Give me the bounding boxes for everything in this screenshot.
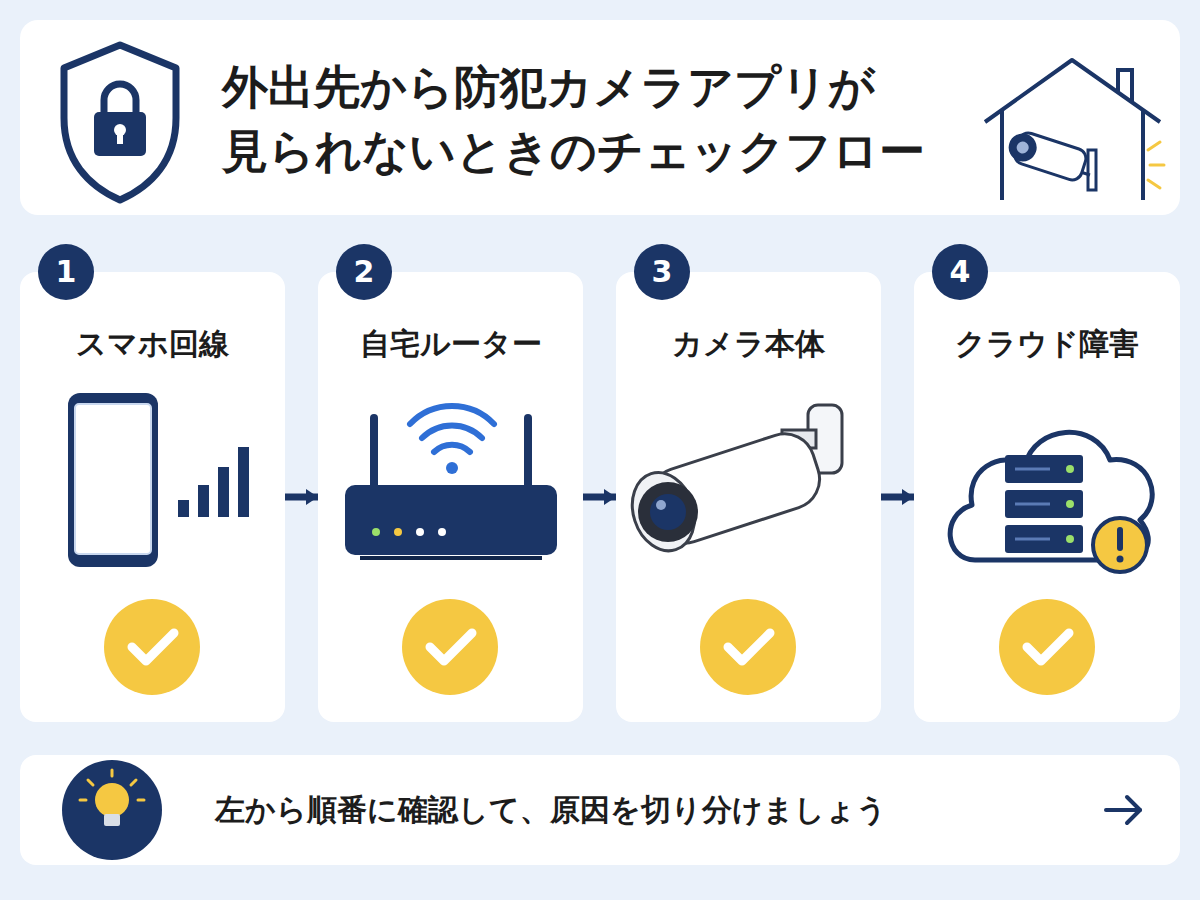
check-marks bbox=[104, 599, 1095, 695]
title-panel bbox=[20, 20, 1180, 215]
phone-illustration bbox=[68, 393, 249, 567]
router-illustration bbox=[345, 406, 557, 558]
bulb-icon bbox=[62, 760, 162, 860]
tip-text: 左から順番に確認して、原因を切り分けましょう bbox=[215, 755, 887, 865]
flow-arrow bbox=[285, 494, 318, 501]
step-number: 1 bbox=[38, 244, 94, 300]
shield-icon bbox=[64, 45, 176, 200]
step-heading: スマホ回線 bbox=[20, 324, 285, 365]
check-step-card: 2自宅ルーター bbox=[318, 272, 583, 722]
diagram-title: 外出先から防犯カメラアプリが 見られないときのチェックフロー bbox=[222, 55, 1002, 183]
flow-arrow bbox=[583, 494, 616, 501]
tip-banner: 左から順番に確認して、原因を切り分けましょう bbox=[20, 755, 1180, 865]
step-heading: カメラ本体 bbox=[616, 324, 881, 365]
next-arrow-symbol bbox=[1106, 797, 1140, 823]
step-heading: 自宅ルーター bbox=[318, 324, 583, 365]
step-heading: クラウド障害 bbox=[914, 324, 1180, 365]
step-number: 2 bbox=[336, 244, 392, 300]
cloud-server-illustration bbox=[950, 432, 1152, 572]
step-number: 3 bbox=[634, 244, 690, 300]
camera-illustration bbox=[623, 405, 842, 559]
flow-arrow bbox=[881, 494, 914, 501]
check-step-card: 3カメラ本体 bbox=[616, 272, 881, 722]
check-step-card: 1スマホ回線 bbox=[20, 272, 285, 722]
step-number: 4 bbox=[932, 244, 988, 300]
check-step-card: 4クラウド障害 bbox=[914, 272, 1180, 722]
house-camera-icon bbox=[985, 60, 1164, 200]
